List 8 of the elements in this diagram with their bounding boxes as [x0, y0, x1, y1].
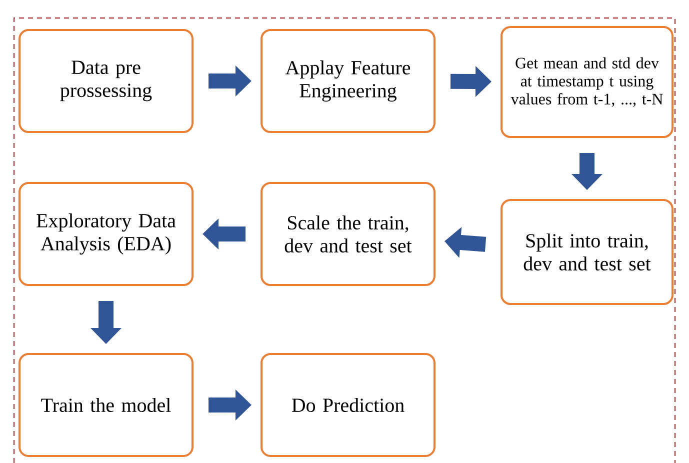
process-box: Do Prediction — [260, 353, 436, 457]
process-box: Scale the train, dev and test set — [260, 182, 436, 286]
process-box: Exploratory Data Analysis (EDA) — [18, 182, 194, 286]
process-box: Train the model — [18, 353, 194, 457]
process-box: Split into train, dev and test set — [500, 199, 674, 305]
process-box: Get mean and std dev at timestamp t using values from t-1, ..., t-N — [500, 26, 674, 138]
process-box: Data pre prossessing — [18, 29, 194, 133]
process-box: Applay Feature Engineering — [260, 29, 436, 133]
